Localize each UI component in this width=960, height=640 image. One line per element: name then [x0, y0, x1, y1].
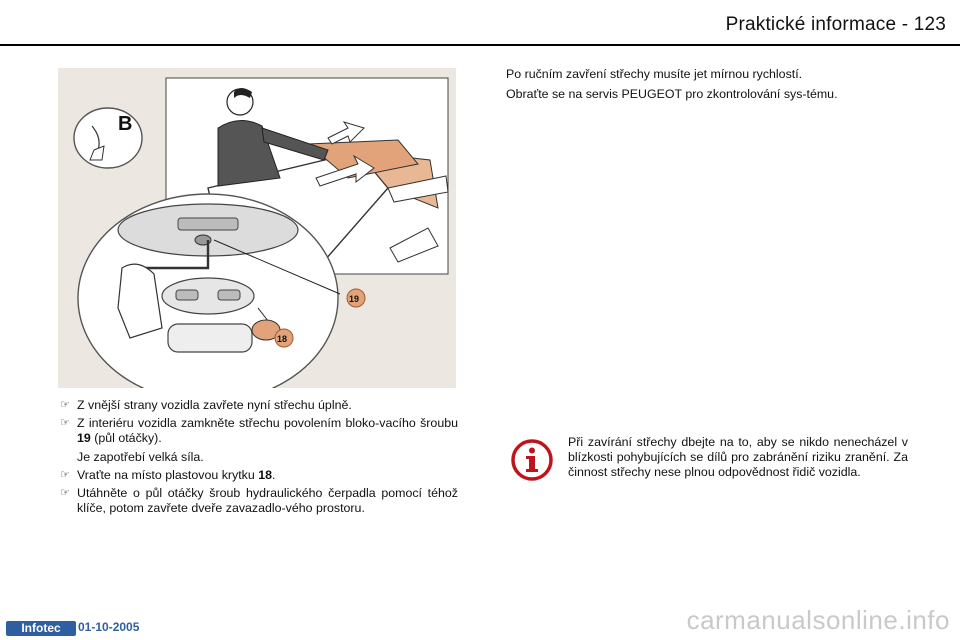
step-1-text: Z vnější strany vozidla zavřete nyní stř…: [77, 398, 352, 412]
page-title: Praktické informace - 123: [725, 14, 946, 35]
bullet-hand-icon: ☞: [60, 487, 70, 499]
step-2-note: Je zapotřebí velká síla.: [77, 450, 204, 464]
step-2-text-end: (půl otáčky).: [90, 431, 162, 445]
bullet-hand-icon: ☞: [60, 399, 70, 411]
roof-closing-illustration: B 19 18: [58, 68, 456, 388]
step-4: ☞ Utáhněte o půl otáčky šroub hydraulick…: [60, 486, 458, 516]
step-3-text: Vraťte na místo plastovou krytku: [77, 468, 259, 482]
cap-number: 18: [258, 468, 272, 482]
callout-letter: B: [118, 113, 132, 135]
infotec-logo: Infotec: [6, 621, 76, 636]
header-divider: [0, 44, 960, 46]
screw-number: 19: [77, 431, 91, 445]
label-18-marker: [274, 328, 294, 348]
left-instructions: ☞ Z vnější strany vozidla zavřete nyní s…: [60, 398, 458, 519]
footer-date: 01-10-2005: [78, 620, 140, 634]
mirror: [167, 323, 253, 353]
info-note: Při zavírání střechy dbejte na to, aby s…: [506, 432, 908, 494]
step-4-text: Utáhněte o půl otáčky šroub hydraulickéh…: [77, 486, 458, 515]
label-19: 19: [349, 294, 359, 304]
bullet-hand-icon: ☞: [60, 417, 70, 429]
step-2-text: Z interiéru vozidla zamkněte střechu pov…: [77, 416, 458, 430]
bullet-hand-icon: ☞: [60, 469, 70, 481]
direction-arrow: [315, 154, 375, 187]
step-3: ☞ Vraťte na místo plastovou krytku 18.: [60, 468, 458, 483]
callout-b: [73, 107, 143, 169]
info-text: Při zavírání střechy dbejte na to, aby s…: [568, 435, 908, 479]
step-3-text-end: .: [271, 468, 276, 482]
right-instructions: Po ručním zavření střechy musíte jet mír…: [506, 67, 904, 107]
info-icon: [510, 438, 554, 487]
right-paragraph-1: Po ručním zavření střechy musíte jet mír…: [506, 67, 803, 81]
step-1: ☞ Z vnější strany vozidla zavřete nyní s…: [60, 398, 458, 413]
hand: [389, 227, 439, 263]
label-18: 18: [277, 334, 287, 344]
watermark: carmanualsonline.info: [686, 605, 950, 635]
soft-top: [306, 139, 419, 179]
label-19-marker: [346, 288, 366, 308]
right-paragraph-2: Obraťte se na servis PEUGEOT pro zkontro…: [506, 87, 838, 101]
step-2: ☞ Z interiéru vozidla zamkněte střechu p…: [60, 416, 458, 446]
hand-with-key: [117, 263, 163, 339]
